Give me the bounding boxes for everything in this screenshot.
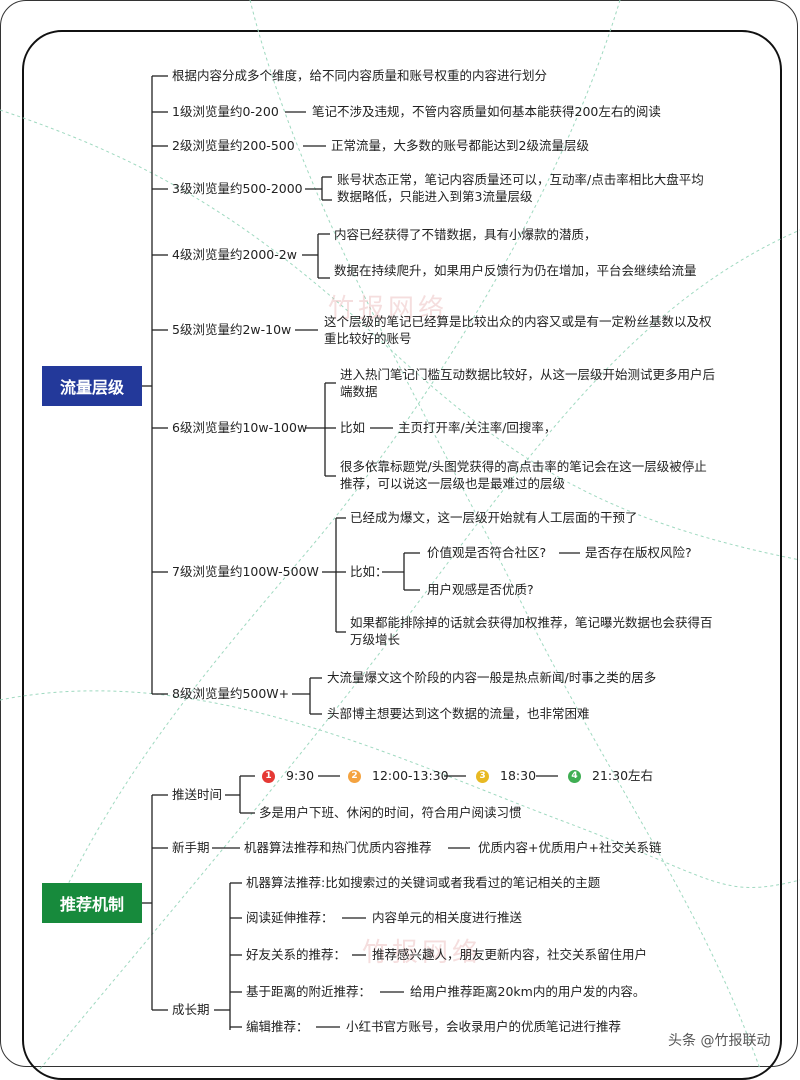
level-1-desc: 笔记不涉及违规，不管内容质量如何基本能获得200左右的阅读 bbox=[312, 104, 661, 119]
level-3-label: 3级浏览量约500-2000 bbox=[172, 181, 303, 196]
newbie-desc-2: 优质内容+优质用户+社交关系链 bbox=[478, 840, 662, 855]
level-7-label: 7级浏览量约100W-500W bbox=[172, 564, 319, 579]
growth-item-2: 内容单元的相关度进行推送 bbox=[372, 910, 523, 925]
level-6-label: 6级浏览量约10w-100w bbox=[172, 420, 308, 435]
push-time-label: 推送时间 bbox=[172, 787, 223, 802]
traffic-root-node: 流量层级 bbox=[42, 366, 142, 406]
slot-2-badge: 2 bbox=[348, 770, 361, 783]
source-credit: 头条 @竹报联动 bbox=[668, 1033, 771, 1049]
newbie-label: 新手期 bbox=[172, 840, 210, 855]
slot-2-time: 12:00-13:30 bbox=[372, 768, 449, 783]
level-7-desc-1: 已经成为爆文，这一层级开始就有人工层面的干预了 bbox=[350, 510, 638, 525]
level-4-label: 4级浏览量约2000-2w bbox=[172, 247, 297, 262]
growth-label: 成长期 bbox=[172, 1002, 210, 1017]
level-1-label: 1级浏览量约0-200 bbox=[172, 104, 279, 119]
level-8-label: 8级浏览量约500W+ bbox=[172, 686, 290, 701]
level-7-q1: 价值观是否符合社区? bbox=[427, 545, 547, 560]
level-8-desc-2: 头部博主想要达到这个数据的流量，也非常困难 bbox=[327, 706, 590, 721]
slot-4-badge: 4 bbox=[568, 770, 581, 783]
level-3-desc: 账号状态正常，笔记内容质量还可以，互动率/点击率相比大盘平均数据略低，只能进入到… bbox=[337, 172, 704, 204]
recommend-root-node: 推荐机制 bbox=[42, 883, 142, 923]
level-7-q3: 用户观感是否优质? bbox=[427, 582, 534, 597]
growth-item-4: 给用户推荐距离20km内的用户发的内容。 bbox=[410, 984, 646, 999]
growth-item-1: 机器算法推荐:比如搜索过的关键词或者我看过的笔记相关的主题 bbox=[246, 875, 601, 890]
growth-item-3-label: 好友关系的推荐： bbox=[246, 947, 347, 962]
level-7-eg-label: 比如： bbox=[350, 564, 388, 579]
traffic-intro: 根据内容分成多个维度，给不同内容质量和账号权重的内容进行划分 bbox=[172, 68, 548, 83]
watermark-top: 竹报网络 bbox=[328, 294, 449, 324]
level-5-desc: 这个层级的笔记已经算是比较出众的内容又或是有一定粉丝基数以及权重比较好的账号 bbox=[324, 314, 712, 346]
slot-1-time: 9:30 bbox=[286, 768, 315, 783]
level-2-label: 2级浏览量约200-500 bbox=[172, 138, 295, 153]
slot-3-badge: 3 bbox=[476, 770, 489, 783]
level-8-desc-1: 大流量爆文这个阶段的内容一般是热点新闻/时事之类的居多 bbox=[327, 670, 657, 685]
growth-item-4-label: 基于距离的附近推荐： bbox=[246, 984, 372, 999]
slot-3-time: 18:30 bbox=[500, 768, 537, 783]
slot-4-time: 21:30左右 bbox=[592, 768, 654, 783]
slot-1-badge: 1 bbox=[262, 770, 275, 783]
level-4-desc-1: 内容已经获得了不错数据，具有小爆款的潜质， bbox=[334, 227, 597, 242]
growth-item-2-label: 阅读延伸推荐： bbox=[246, 910, 334, 925]
level-4-desc-2: 数据在持续爬升，如果用户反馈行为仍在增加，平台会继续给流量 bbox=[334, 263, 697, 278]
growth-item-5: 小红书官方账号，会收录用户的优质笔记进行推荐 bbox=[346, 1019, 622, 1034]
level-6-eg-label: 比如 bbox=[340, 420, 366, 435]
level-5-label: 5级浏览量约2w-10w bbox=[172, 322, 292, 337]
level-7-desc-3: 如果都能排除掉的话就会获得加权推荐，笔记曝光数据也会获得百万级增长 bbox=[350, 615, 713, 647]
push-time-note: 多是用户下班、休闲的时间，符合用户阅读习惯 bbox=[259, 805, 522, 820]
level-2-desc: 正常流量，大多数的账号都能达到2级流量层级 bbox=[331, 138, 589, 153]
level-6-desc-1: 进入热门笔记门槛互动数据比较好，从这一层级开始测试更多用户后端数据 bbox=[340, 367, 716, 399]
level-7-q2: 是否存在版权风险? bbox=[585, 545, 692, 560]
growth-item-5-label: 编辑推荐： bbox=[246, 1019, 309, 1034]
newbie-desc-1: 机器算法推荐和热门优质内容推荐 bbox=[244, 840, 432, 855]
growth-item-3: 推荐感兴趣人，朋友更新内容，社交关系留住用户 bbox=[372, 947, 648, 962]
level-6-desc-3: 很多依靠标题党/头图党获得的高点击率的笔记会在这一层级被停止推荐，可以说这一层级… bbox=[340, 459, 707, 491]
watermark-bottom: 竹报网络 bbox=[362, 938, 483, 968]
level-6-eg: 主页打开率/关注率/回搜率， bbox=[398, 420, 557, 435]
